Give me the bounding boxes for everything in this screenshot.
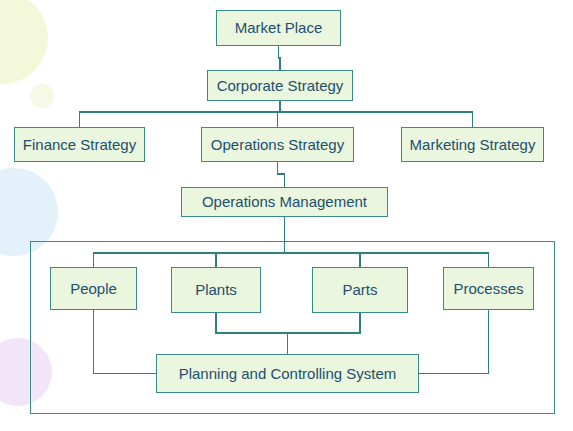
- tree-connector: [80, 101, 281, 127]
- process-box: Planning and Controlling System: [156, 354, 419, 393]
- connector-group: [80, 46, 489, 374]
- decor-bubble: [0, 168, 58, 256]
- box-label: Parts: [342, 281, 377, 299]
- process-box: People: [50, 267, 137, 310]
- tree-connector: [419, 310, 489, 374]
- decor-bubble: [0, 0, 48, 84]
- decor-bubble: [0, 338, 52, 406]
- box-label: Planning and Controlling System: [179, 365, 397, 383]
- process-box: Corporate Strategy: [207, 70, 353, 101]
- box-label: People: [70, 280, 117, 298]
- box-label: Finance Strategy: [23, 136, 136, 154]
- tree-connector: [94, 217, 285, 267]
- tree-connector: [94, 310, 157, 374]
- tree-connector: [285, 217, 361, 267]
- operations-group-frame: [31, 242, 555, 414]
- box-label: Processes: [453, 280, 523, 298]
- tree-connector: [216, 217, 285, 267]
- tree-connector: [288, 313, 361, 354]
- decor-bubble: [30, 84, 54, 108]
- process-box: Parts: [312, 267, 408, 313]
- box-label: Market Place: [235, 19, 323, 37]
- process-box: Operations Strategy: [201, 127, 354, 162]
- process-box: Plants: [171, 267, 261, 313]
- process-box: Finance Strategy: [14, 127, 145, 162]
- background-decoration: [0, 0, 58, 406]
- tree-connector: [278, 162, 285, 187]
- box-label: Plants: [195, 281, 237, 299]
- tree-connector: [216, 313, 288, 354]
- tree-connector: [285, 217, 489, 267]
- tree-connector: [280, 101, 473, 127]
- process-box: Operations Management: [181, 187, 388, 217]
- process-box: Market Place: [216, 10, 341, 46]
- box-label: Corporate Strategy: [217, 77, 344, 95]
- process-box: Processes: [443, 267, 534, 310]
- box-label: Operations Management: [202, 193, 367, 211]
- tree-connector: [279, 46, 281, 70]
- box-label: Marketing Strategy: [410, 136, 536, 154]
- box-label: Operations Strategy: [211, 136, 344, 154]
- process-box: Marketing Strategy: [401, 127, 544, 162]
